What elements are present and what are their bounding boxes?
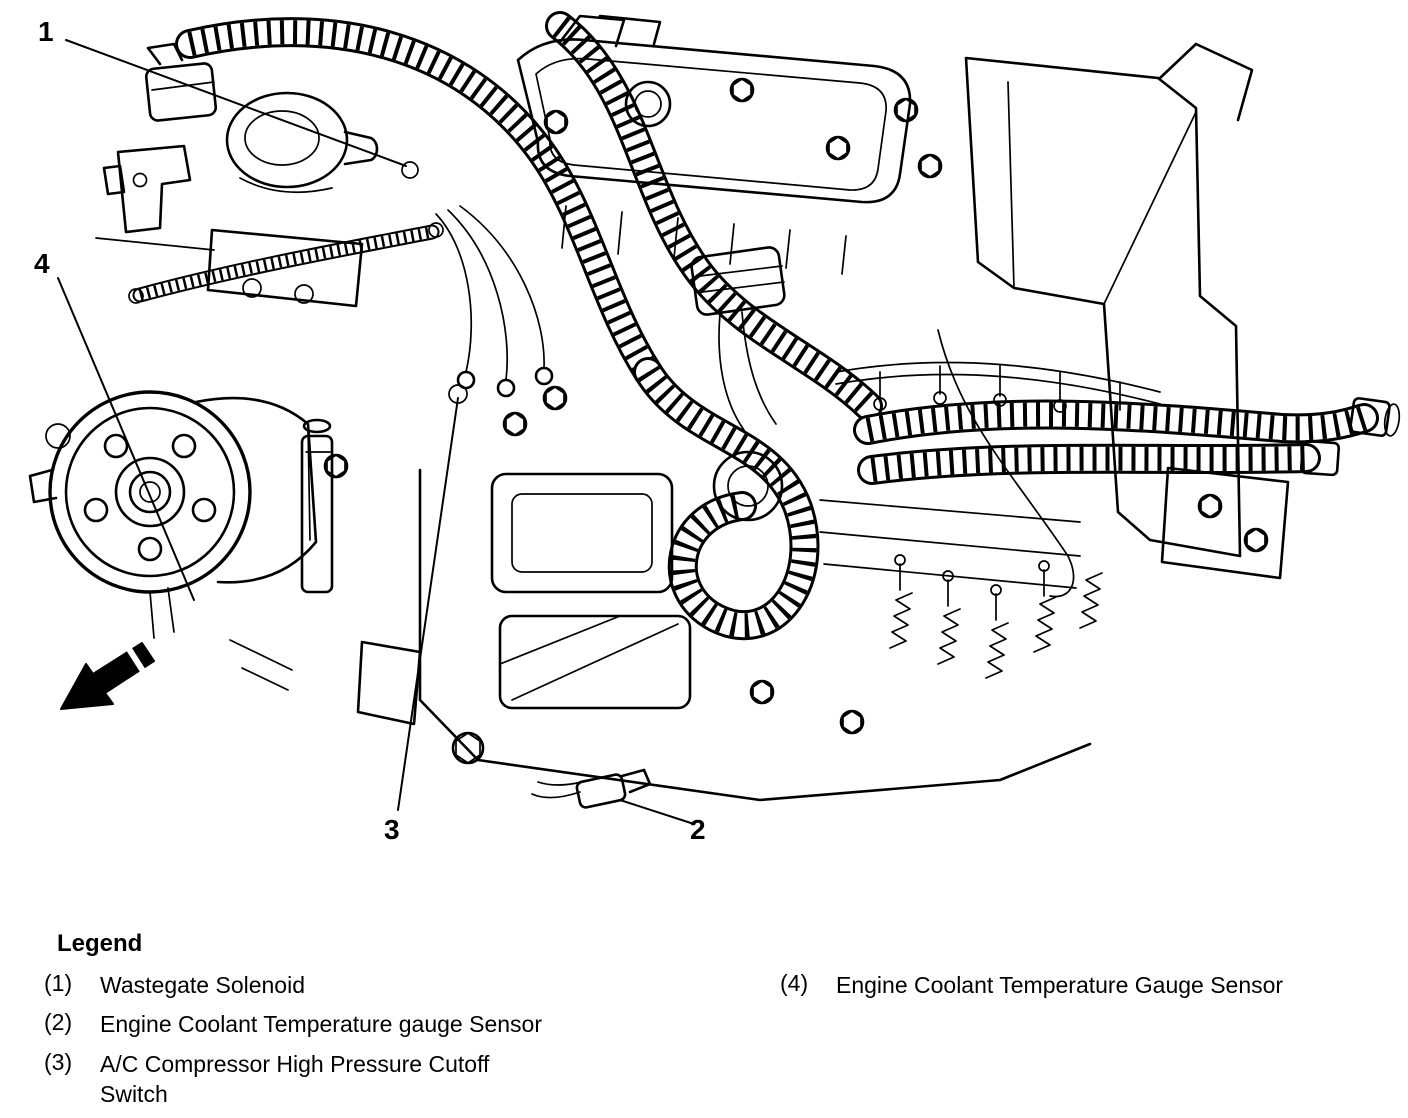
legend-item-number: (3): [44, 1048, 73, 1075]
legend-item-2: (2) Engine Coolant Temperature gauge Sen…: [44, 1009, 684, 1039]
wastegate-solenoid-drawing: [102, 42, 419, 234]
leader-line-1: [65, 39, 407, 167]
leader-lines: [57, 39, 695, 825]
valve-springs-drawing: [889, 554, 1103, 679]
callout-2: 2: [690, 814, 706, 845]
coolant-tube-drawing: [937, 329, 1075, 598]
legend-item-3: (3) A/C Compressor High Pressure Cutoff …: [44, 1049, 684, 1110]
legend-item-number: (4): [780, 970, 809, 996]
leader-line-4: [57, 277, 195, 601]
legend-item-4: (4) Engine Coolant Temperature Gauge Sen…: [780, 970, 1400, 1000]
legend-title: Legend: [57, 930, 143, 957]
fuel-rail-drawing: [835, 361, 1161, 413]
legend-item-label: Engine Coolant Temperature Gauge Sensor: [836, 972, 1284, 998]
engine-diagram: 1 2 3 4: [28, 11, 1401, 845]
ribbed-hose-center-loop: [633, 357, 820, 640]
legend: Legend (1) Wastegate Solenoid (2) Engine…: [0, 920, 1408, 1107]
mount-post-drawing: [300, 418, 349, 594]
wiring-harness-drawing: [435, 205, 786, 431]
callout-3: 3: [384, 814, 400, 845]
right-panel-drawing: [917, 42, 1290, 580]
leader-line-2: [619, 799, 695, 825]
ribbed-hose-top-left: [175, 17, 663, 387]
callout-4: 4: [34, 248, 50, 279]
leader-line-3: [397, 397, 459, 811]
ac-cutoff-switch-drawing: [451, 731, 485, 765]
legend-item-label: Wastegate Solenoid: [100, 972, 306, 998]
front-of-vehicle-arrow: [60, 642, 155, 710]
mount-plate-drawing: [95, 228, 364, 308]
ribbed-hose-top-center: [545, 11, 883, 421]
legend-column-right: (4) Engine Coolant Temperature Gauge Sen…: [780, 970, 1400, 1009]
corrugated-conduit: [128, 222, 444, 304]
legend-item-number: (2): [44, 1009, 73, 1036]
ribbed-hose-right-upper: [853, 399, 1379, 445]
hose-end-fittings: [1299, 397, 1401, 477]
valve-cover-drawing: [516, 14, 919, 275]
callout-1: 1: [38, 16, 54, 47]
legend-item-number: (1): [44, 970, 73, 996]
ribbed-hose-right-lower: [857, 443, 1321, 485]
legend-item-label: A/C Compressor High Pressure Cutoff Swit…: [100, 1050, 490, 1108]
legend-column-left: (1) Wastegate Solenoid (2) Engine Coolan…: [44, 970, 684, 1118]
coolant-temp-sensor-drawing: [531, 768, 652, 809]
ac-compressor-pulley-drawing: [28, 390, 318, 639]
engine-line-art: [28, 11, 1401, 825]
legend-item-1: (1) Wastegate Solenoid: [44, 970, 684, 1000]
vacuum-canister-drawing: [225, 91, 379, 194]
legend-item-label: Engine Coolant Temperature gauge Sensor: [100, 1011, 542, 1038]
